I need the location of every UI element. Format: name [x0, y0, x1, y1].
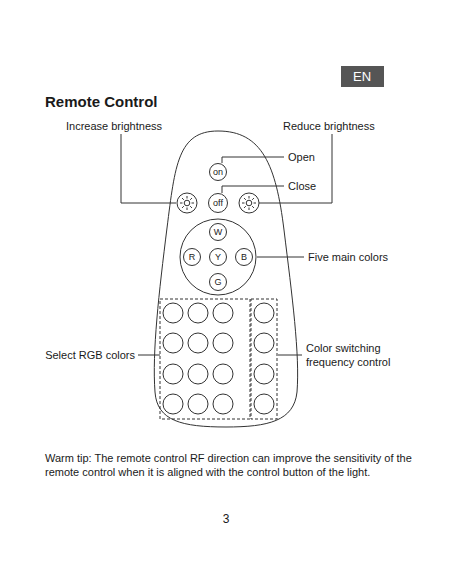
callout-label: Select RGB colors: [45, 348, 135, 362]
leader-line: [222, 157, 284, 163]
power-on-button: on: [209, 163, 227, 181]
button-label: B: [241, 252, 247, 262]
rgb-button: [254, 303, 274, 323]
rgb-button: [254, 364, 274, 384]
callout-label: Five main colors: [308, 250, 388, 264]
color-ring: [180, 219, 256, 295]
leader-line: [259, 134, 332, 203]
remote-outline: [154, 131, 297, 427]
rgb-button: [188, 303, 208, 323]
leader-line: [222, 186, 284, 193]
rgb-button: [213, 303, 233, 323]
rgb-button: [213, 333, 233, 353]
button-label: on: [213, 167, 223, 177]
leader-line: [121, 134, 176, 203]
rgb-button: [188, 364, 208, 384]
callout-label: Open: [288, 150, 315, 164]
callout-label: Close: [288, 179, 316, 193]
badge-text: EN: [353, 69, 371, 84]
page-number: 3: [223, 512, 230, 528]
rgb-button: [254, 394, 274, 414]
leader-line: [257, 257, 304, 258]
rgb-group-bracket: [160, 299, 250, 419]
button-label: G: [214, 277, 221, 287]
power-off-button: off: [208, 193, 228, 213]
rgb-button: [163, 394, 183, 414]
color-button: W: [209, 223, 227, 241]
rgb-button: [188, 394, 208, 414]
rgb-button: [163, 333, 183, 353]
button-label: R: [189, 252, 196, 262]
callout-label: Increase brightness: [66, 119, 162, 133]
rgb-button: [163, 364, 183, 384]
rgb-button: [163, 303, 183, 323]
frequency-group-bracket: [251, 299, 277, 419]
color-button: B: [235, 248, 253, 266]
rgb-button: [188, 333, 208, 353]
color-button: R: [183, 248, 201, 266]
rgb-button: [213, 364, 233, 384]
brightness-button: [177, 193, 197, 213]
color-button: Y: [209, 248, 227, 266]
language-badge: EN: [341, 66, 384, 87]
rgb-button: [213, 394, 233, 414]
leader-line: [138, 355, 160, 356]
warm-tip-note: Warm tip: The remote control RF directio…: [45, 451, 417, 480]
button-label: W: [214, 227, 223, 237]
button-label: off: [213, 198, 223, 208]
leader-line: [278, 355, 302, 356]
brightness-button: [239, 193, 259, 213]
button-label: Y: [215, 252, 221, 262]
rgb-button: [254, 333, 274, 353]
page-title: Remote Control: [45, 92, 158, 112]
callout-label: Color switching frequency control: [306, 341, 416, 370]
callout-label: Reduce brightness: [283, 119, 375, 133]
color-button: G: [209, 273, 227, 291]
